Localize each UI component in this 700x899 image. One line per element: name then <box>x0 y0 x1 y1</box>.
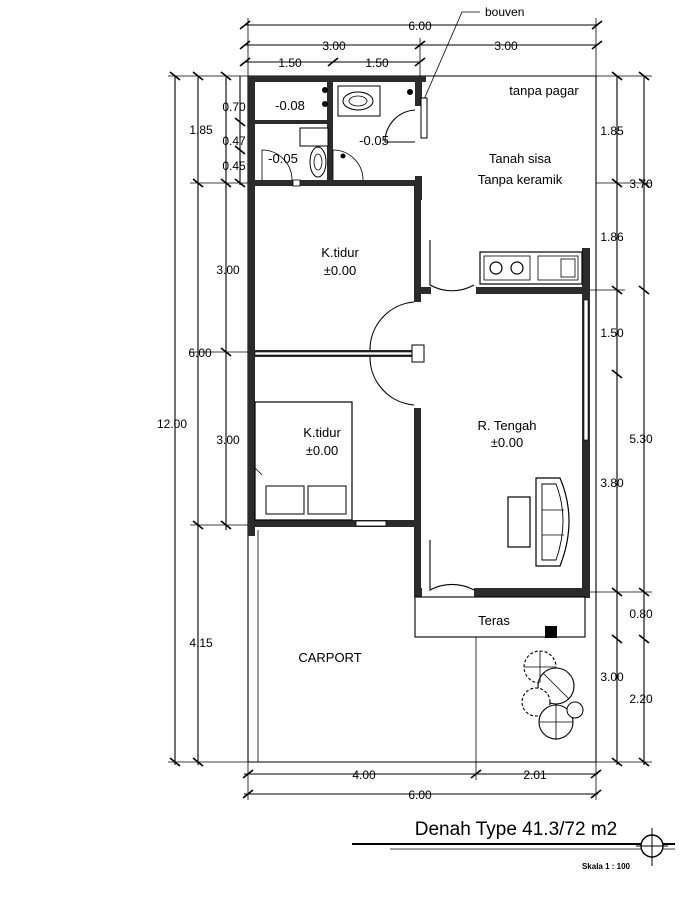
dim-left-carport: 4.15 <box>189 636 213 650</box>
label-bed1-name: K.tidur <box>321 245 359 260</box>
dim-left-total: 12.00 <box>157 417 187 431</box>
label-living-name: R. Tengah <box>477 418 536 433</box>
dim-right-outer-2: 5.30 <box>629 432 653 446</box>
dim-right-3: 1.50 <box>600 326 624 340</box>
bed <box>254 401 353 521</box>
label-bath-level-1: -0.08 <box>275 98 305 113</box>
bottom-dimensions: 4.00 2.01 6.00 <box>242 762 602 802</box>
sofa <box>535 477 570 567</box>
dim-right-6: 3.00 <box>600 670 624 684</box>
toilet-icon <box>337 85 381 117</box>
label-bed2-level: ±0.00 <box>306 443 338 458</box>
label-living-level: ±0.00 <box>491 435 523 450</box>
kitchen-counter <box>479 251 583 285</box>
doors <box>261 109 475 591</box>
dim-right-1: 1.85 <box>600 124 624 138</box>
dim-top-overall: 6.00 <box>408 19 432 33</box>
tree-icon <box>521 650 584 740</box>
label-teras: Teras <box>478 613 510 628</box>
dim-right-2: 1.86 <box>600 230 624 244</box>
label-tanah-sisa: Tanah sisa <box>489 151 552 166</box>
dim-right-5: 0.80 <box>629 607 653 621</box>
right-dimensions: 1.85 1.86 1.50 3.80 0.80 3.00 3.70 5.30 … <box>590 71 653 767</box>
dim-right-4: 3.80 <box>600 476 624 490</box>
toilet-icon <box>299 127 329 178</box>
room-labels: tanpa pagar Tanah sisa Tanpa keramik -0.… <box>268 83 579 665</box>
fixtures <box>254 85 586 638</box>
drawing-title: Denah Type 41.3/72 m2 <box>415 819 617 840</box>
dim-top-half-left: 3.00 <box>322 39 346 53</box>
dim-bottom-overall: 6.00 <box>408 788 432 802</box>
dim-top-half-right: 3.00 <box>494 39 518 53</box>
dim-left-bath: 1.85 <box>189 123 213 137</box>
dim-left-house: 6.00 <box>188 346 212 360</box>
label-tanpa-keramik: Tanpa keramik <box>478 172 563 187</box>
label-bath-level-2: -0.05 <box>359 133 389 148</box>
label-carport: CARPORT <box>298 650 361 665</box>
dim-left-bed2: 3.00 <box>216 433 240 447</box>
title-block: Denah Type 41.3/72 m2 Skala 1 : 100 <box>352 819 675 871</box>
label-bed2-name: K.tidur <box>303 425 341 440</box>
windows <box>254 179 589 527</box>
dim-top-quarter-1: 1.50 <box>278 56 302 70</box>
left-dimensions: 12.00 6.00 1.85 0.70 0.47 0.45 3.00 3.00… <box>157 71 248 767</box>
label-bouven: bouven <box>485 5 524 19</box>
dim-left-bath-c: 0.45 <box>222 159 246 173</box>
top-dimensions: 6.00 3.00 3.00 1.50 1.50 bouven <box>239 5 603 105</box>
dim-bottom-right: 2.01 <box>523 768 547 782</box>
dim-left-bed1: 3.00 <box>216 263 240 277</box>
label-bed1-level: ±0.00 <box>324 263 356 278</box>
dim-left-bath-b: 0.47 <box>222 134 246 148</box>
label-tanpa-pagar: tanpa pagar <box>509 83 579 98</box>
dim-right-outer-1: 3.70 <box>629 177 653 191</box>
dim-top-quarter-2: 1.50 <box>365 56 389 70</box>
drawing-scale: Skala 1 : 100 <box>582 862 631 871</box>
coffee-table <box>507 496 531 548</box>
dim-left-bath-a: 0.70 <box>222 100 246 114</box>
dim-bottom-left: 4.00 <box>352 768 376 782</box>
label-bath-level-3: -0.05 <box>268 151 298 166</box>
dim-right-outer-3: 2.20 <box>629 692 653 706</box>
